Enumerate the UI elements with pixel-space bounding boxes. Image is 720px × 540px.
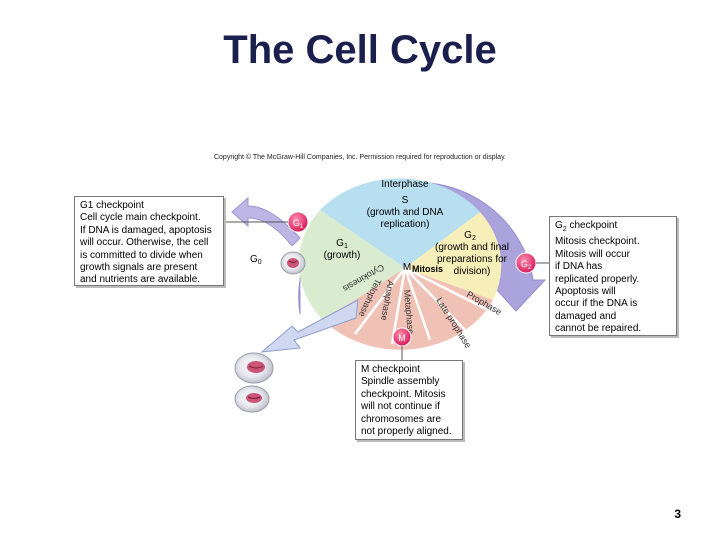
metaphase-label: Metaphase (402, 289, 416, 334)
page-number: 3 (674, 507, 681, 521)
g2-checkpoint-line: damaged and (555, 310, 617, 322)
g1-phase-line1: (growth) (324, 250, 361, 261)
svg-text:G1: G1 (293, 218, 304, 230)
svg-text:G2: G2 (521, 259, 532, 271)
g1-checkpoint-line: If DNA is damaged, apoptosis (80, 224, 212, 236)
g0-label: G0 (250, 254, 262, 266)
m-phase-dividers (354, 266, 489, 345)
s-phase-name: S (402, 195, 409, 206)
m-phase-sector (323, 268, 493, 350)
page-title: The Cell Cycle (223, 28, 497, 72)
g1-checkpoint-box: G1 checkpoint Cell cycle main checkpoint… (74, 196, 224, 286)
m-phase-label: M (403, 262, 411, 273)
mitosis-label: Mitosis (412, 264, 443, 274)
m-checkpoint-marker[interactable]: M (392, 327, 412, 347)
g2-phase-name: G2 (464, 230, 476, 242)
g2-checkpoint-marker[interactable]: G2 (515, 252, 537, 274)
g2-checkpoint-box: G2 checkpoint Mitosis checkpoint. Mitosi… (549, 216, 677, 336)
g2-phase-line3: division) (454, 266, 491, 277)
g2-checkpoint-line: Mitosis will occur (555, 248, 631, 260)
g2-checkpoint-line: cannot be repaired. (555, 323, 642, 335)
g1-checkpoint-line: G1 checkpoint (80, 200, 144, 211)
m-checkpoint-line: checkpoint. Mitosis (361, 388, 446, 400)
s-phase-line1: (growth and DNA (367, 207, 444, 218)
m-checkpoint-line: Spindle assembly (361, 376, 440, 388)
m-checkpoint-line: M checkpoint (361, 364, 420, 375)
g1-checkpoint-line: growth signals are present (80, 262, 198, 274)
g1-checkpoint-line: will occur. Otherwise, the cell (80, 237, 209, 249)
g1-phase-sector (298, 210, 405, 320)
g1-checkpoint-line: Cell cycle main checkpoint. (80, 212, 201, 224)
g2-phase-line1: (growth and final (435, 242, 509, 253)
g2-checkpoint-heading: G2 checkpoint (555, 220, 618, 233)
m-checkpoint-line: not properly aligned. (361, 426, 452, 438)
s-phase-sector (320, 178, 480, 268)
g2-phase-line2: preparations for (437, 254, 508, 265)
daughter-cell-icon (234, 385, 270, 413)
g2-checkpoint-line: occur if the DNA is (555, 298, 638, 310)
interphase-label: Interphase (381, 179, 429, 190)
dividing-cell-icon (234, 352, 274, 384)
svg-text:M: M (398, 333, 406, 343)
g2-checkpoint-line: Apoptosis will (555, 286, 616, 298)
m-checkpoint-line: will not continue if (361, 401, 440, 413)
m-checkpoint-box: M checkpoint Spindle assembly checkpoint… (355, 360, 463, 440)
g2-checkpoint-line: Mitosis checkpoint. (555, 236, 640, 248)
copyright-notice: Copyright © The McGraw-Hill Companies, I… (213, 154, 506, 161)
m-checkpoint-line: chromosomes are (361, 413, 442, 425)
g1-checkpoint-line: and nutrients are available. (80, 274, 201, 286)
g1-checkpoint-line: is committed to divide when (80, 249, 203, 261)
g2-checkpoint-line: replicated properly. (555, 273, 640, 285)
g2-phase-sector (405, 212, 502, 300)
s-phase-line2: replication) (381, 219, 430, 230)
g0-cell-icon (280, 251, 306, 275)
g2-checkpoint-line: if DNA has (555, 261, 603, 273)
g1-checkpoint-marker[interactable]: G1 (287, 211, 309, 233)
cytokinesis-exit-arrow (260, 299, 359, 353)
g1-phase-name: G1 (336, 238, 348, 250)
callout-lines (224, 221, 549, 360)
